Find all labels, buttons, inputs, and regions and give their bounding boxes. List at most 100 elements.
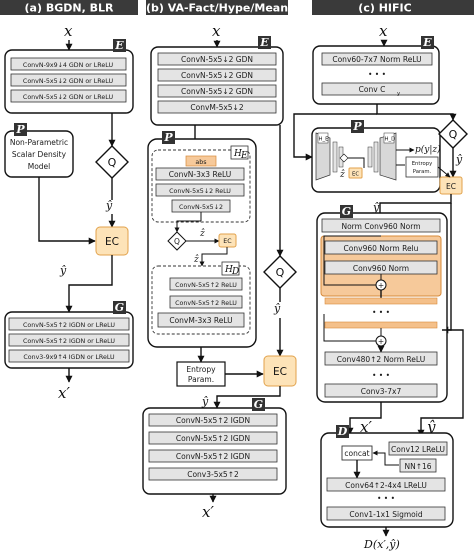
b-entropy-param: Entropy Param. — [176, 361, 226, 387]
b-badge-e: E — [259, 36, 269, 49]
svg-text:Param.: Param. — [188, 375, 214, 384]
c-disc-dots: • • • — [377, 494, 395, 503]
b-enc-layer-4: ConvM-5x5↓2 — [190, 103, 243, 112]
a-badge-g: G — [115, 301, 124, 314]
a-prior: Non-Parametric Scalar Density Model P — [4, 123, 74, 178]
b-y-hat-2: ŷ — [201, 395, 209, 408]
b-enc-layer-3: ConvN-5x5↓2 GDN — [181, 87, 253, 96]
b-encoder: ConvN-5x5↓2 GDN ConvN-5x5↓2 GDN ConvN-5x… — [150, 36, 284, 126]
c-x-prime: x′ — [360, 418, 372, 436]
c-y-hat-2: ŷ — [372, 201, 380, 214]
a-encoder: ConvN-9x9↓4 GDN or LReLU ConvN-5x5↓2 GDN… — [4, 39, 134, 114]
svg-text:D: D — [231, 267, 239, 277]
header-a: (a) BGDN, BLR — [0, 0, 138, 15]
a-dec-layer-3: Conv3-9x9↑4 IGDN or LReLU — [23, 354, 115, 361]
a-y-hat-2: ŷ — [59, 264, 67, 277]
b-hd-layer-2: ConvN-5x5↑2 ReLU — [175, 300, 237, 307]
svg-text:Model: Model — [28, 162, 51, 171]
svg-text:EC: EC — [273, 366, 287, 378]
b-badge-g: G — [254, 398, 263, 411]
a-entropy-coder: EC — [95, 226, 129, 256]
c-z-hat: ẑ — [339, 169, 345, 180]
c-disc-layer-2: Conv1-1x1 Sigmoid — [349, 510, 422, 519]
c-gen-layer-out: Conv3-7x7 — [361, 387, 402, 396]
b-enc-layer-2: ConvN-5x5↓2 GDN — [181, 71, 253, 80]
b-hyper-quantizer: Q — [174, 237, 180, 246]
b-dec-layer-1: ConvN-5x5↑2 IGDN — [176, 416, 250, 425]
header-b-label: (b) VA-Fact/Hype/Mean — [146, 2, 288, 15]
c-y-hat-1: ŷ — [455, 153, 463, 166]
b-abs: abs — [195, 159, 206, 166]
b-dec-layer-2: ConvN-5x5↑2 IGDN — [176, 434, 250, 443]
c-enc-layer-2: Conv C — [359, 85, 386, 94]
c-disc-layer-1: Conv64↑2-4x4 LReLU — [345, 481, 427, 490]
b-y-hat-1: ŷ — [273, 302, 281, 315]
a-output-x-prime: x′ — [58, 384, 70, 402]
a-decoder: ConvN-5x5↑2 IGDN or LReLU ConvN-5x5↑2 IG… — [4, 301, 134, 369]
c-enc-sub: y — [397, 91, 400, 97]
c-badge-d: D — [337, 425, 348, 438]
b-dec-layer-3: ConvN-5x5↑2 IGDN — [176, 452, 250, 461]
svg-text:EC: EC — [105, 236, 119, 248]
svg-text:Entropy: Entropy — [186, 365, 216, 374]
svg-text:Q: Q — [108, 156, 117, 169]
c-y-hat-3: ŷ — [426, 418, 436, 436]
b-badge-p: P — [163, 131, 173, 144]
a-enc-layer-3: ConvN-5x5↓2 GDN or LReLU — [23, 94, 114, 101]
c-enc-dots: • • • — [368, 70, 386, 79]
a-y-hat-1: ŷ — [105, 199, 113, 212]
c-gen-layer-up: Conv480↑2 Norm ReLU — [337, 355, 425, 364]
a-badge-e: E — [114, 39, 124, 52]
c-gen-res-2: Conv960 Norm — [353, 264, 409, 273]
a-dec-layer-2: ConvN-5x5↑2 IGDN or LReLU — [23, 338, 115, 345]
b-hd-label: H — [224, 265, 233, 275]
b-hyper-ec: EC — [223, 238, 232, 245]
c-discriminator: D Conv12 LReLU NN↑16 concat Conv64↑2-4x4… — [320, 425, 454, 528]
c-disc-side-1: Conv12 LReLU — [391, 445, 445, 454]
a-badge-p: P — [15, 123, 25, 136]
svg-text:EC: EC — [446, 182, 456, 191]
c-gen-layer-1: Norm Conv960 Norm — [341, 222, 420, 231]
c-input-x: x — [379, 22, 388, 40]
c-disc-side-2: NN↑16 — [404, 462, 431, 471]
svg-text:Scalar Density: Scalar Density — [12, 150, 67, 159]
b-z-hat-2: ẑ — [193, 254, 199, 265]
svg-text:+: + — [378, 281, 384, 290]
c-p-yz: p(y|z) — [415, 144, 441, 155]
header-b: (b) VA-Fact/Hype/Mean — [146, 0, 288, 15]
c-badge-g: G — [342, 205, 351, 218]
header-a-label: (a) BGDN, BLR — [25, 2, 114, 15]
svg-text:Q: Q — [449, 128, 458, 141]
c-concat: concat — [344, 449, 369, 458]
b-entropy-coder: EC — [263, 355, 297, 387]
a-enc-layer-1: ConvN-9x9↓4 GDN or LReLU — [23, 62, 114, 69]
c-gen-dots-2: • • • — [372, 371, 390, 380]
c-badge-e: E — [422, 36, 432, 49]
b-hd-layer-3: ConvM-3x3 ReLU — [169, 316, 232, 325]
c-entropy-param-2: Param. — [413, 169, 432, 175]
b-z-hat-1: ẑ — [199, 228, 205, 239]
svg-text:Non-Parametric: Non-Parametric — [10, 138, 68, 147]
b-decoder: ConvN-5x5↑2 IGDN ConvN-5x5↑2 IGDN ConvN-… — [142, 398, 287, 495]
c-output-d: D(x′,ŷ) — [363, 538, 400, 551]
b-hyperprior: P H E abs ConvN-3x3 ReLU ConvN-5x5↓2 ReL… — [147, 131, 257, 348]
header-c: (c) HIFIC — [312, 0, 474, 15]
a-input-x: x — [64, 22, 73, 40]
c-enc-layer-1: Conv60-7x7 Norm ReLU — [332, 55, 421, 64]
b-input-x: x — [212, 22, 221, 40]
c-encoder: Conv60-7x7 Norm ReLU • • • Conv C y E — [312, 36, 440, 105]
c-generator: G Norm Conv960 Norm Conv960 Norm Relu Co… — [316, 205, 448, 403]
svg-text:+: + — [378, 337, 384, 346]
c-gen-dots-1: • • • — [372, 308, 390, 317]
a-dec-layer-1: ConvN-5x5↑2 IGDN or LReLU — [23, 322, 115, 329]
c-badge-p: P — [352, 120, 362, 133]
b-he-layer-2: ConvN-5x5↓2 ReLU — [169, 188, 231, 195]
svg-text:E: E — [240, 151, 248, 161]
b-he-label: H — [233, 149, 242, 159]
c-entropy-coder: EC — [439, 176, 463, 195]
c-entropy-param-1: Entropy — [412, 161, 433, 167]
b-he-layer-3: ConvN-5x5↓2 — [179, 204, 223, 211]
svg-text:Q: Q — [276, 266, 285, 279]
c-gen-res-1: Conv960 Norm Relu — [344, 244, 419, 253]
